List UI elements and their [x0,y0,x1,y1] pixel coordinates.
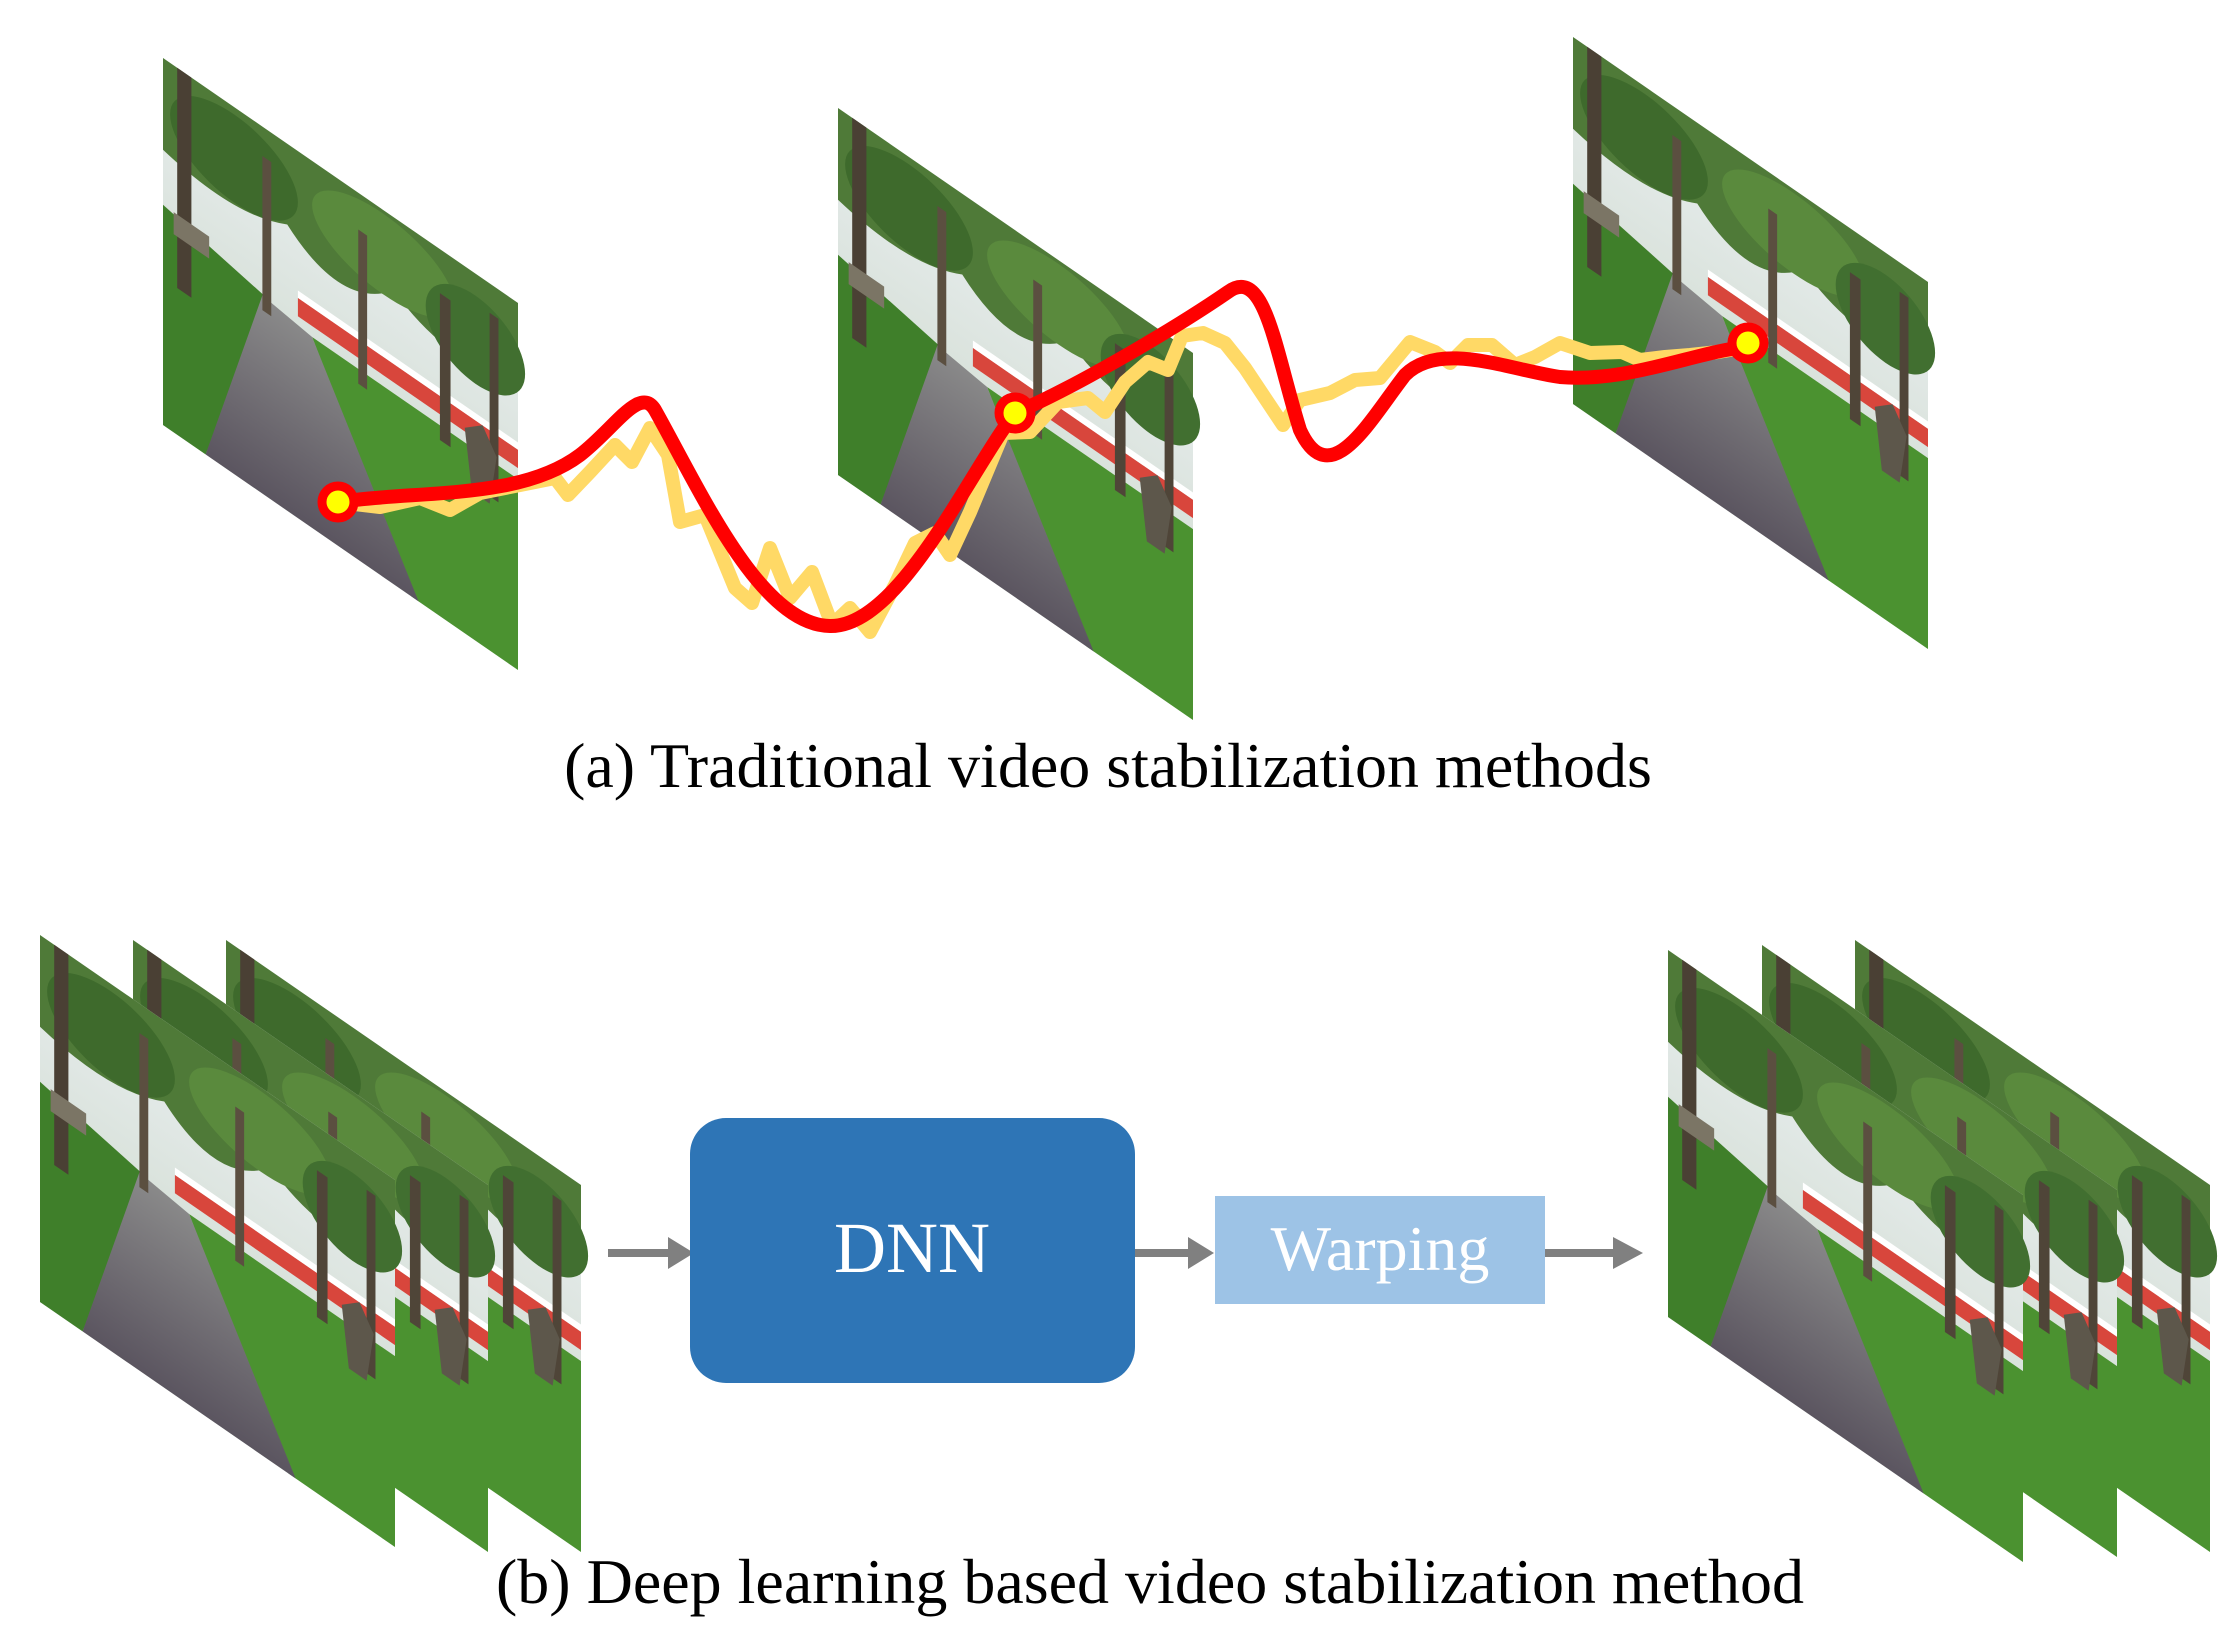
frame-a1 [163,58,526,675]
shaky-trajectory [331,326,1755,639]
warping-label: Warping [1271,1213,1490,1284]
warping-box [1215,1196,1545,1304]
keypoint-end [1727,322,1769,364]
panel-b: DNN Warping (b) Deep learning based vide… [40,935,2218,1617]
keypoint-start [317,481,359,523]
arrow-input-to-dnn [608,1237,694,1269]
caption-a: (a) Traditional video stabilization meth… [564,730,1652,801]
panel-a: (a) Traditional video stabilization meth… [163,37,1936,801]
dnn-label: DNN [834,1208,990,1288]
output-frame-stack [1668,940,2218,1567]
keypoint-middle [994,392,1036,434]
smooth-trajectory [331,280,1755,634]
input-frame-stack [40,935,589,1557]
dnn-box [690,1118,1135,1383]
arrow-warping-to-output [1545,1237,1643,1269]
caption-b: (b) Deep learning based video stabilizat… [496,1546,1804,1617]
arrow-dnn-to-warping [1135,1237,1214,1269]
